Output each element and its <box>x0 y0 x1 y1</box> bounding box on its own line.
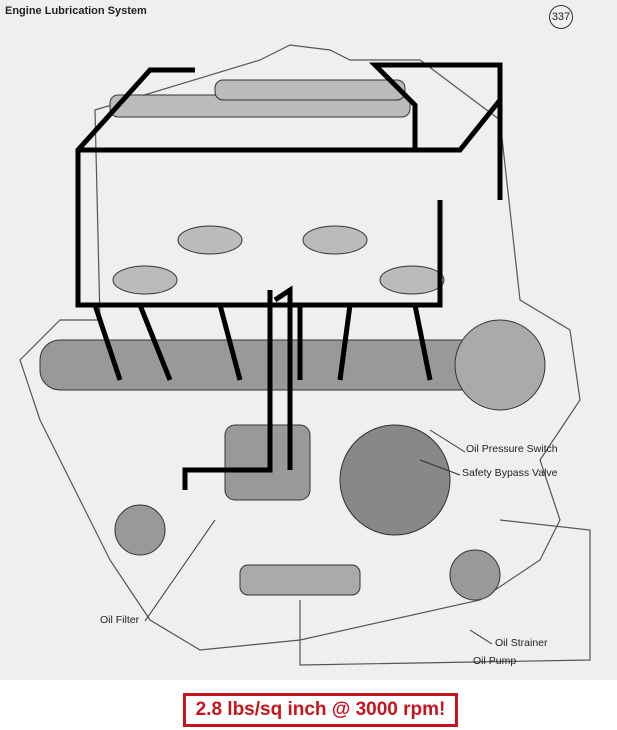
leader-lines <box>144 429 493 645</box>
sprocket <box>114 504 166 556</box>
oil-pressure-caption: 2.8 lbs/sq inch @ 3000 rpm! <box>183 693 458 727</box>
oil-pump-gear <box>449 549 501 601</box>
shaft <box>239 564 361 596</box>
clutch <box>339 424 451 536</box>
label-oil-strainer: Oil Strainer <box>495 637 548 649</box>
engine-outline <box>19 44 591 666</box>
piston <box>112 265 178 295</box>
diagram-title: Engine Lubrication System <box>5 5 147 17</box>
label-oil-filter: Oil Filter <box>100 614 140 626</box>
label-safety-bypass-valve: Safety Bypass Valve <box>462 467 558 479</box>
piston <box>379 265 445 295</box>
piston <box>302 225 368 255</box>
label-oil-pump: Oil Pump <box>473 655 517 667</box>
engine-diagram <box>19 44 591 666</box>
camshaft-intake <box>214 79 406 101</box>
page-number: 337 <box>549 5 573 29</box>
piston <box>177 225 243 255</box>
oil-path-lines <box>75 62 503 490</box>
alternator <box>454 319 546 411</box>
label-oil-pressure-switch: Oil Pressure Switch <box>466 443 558 455</box>
